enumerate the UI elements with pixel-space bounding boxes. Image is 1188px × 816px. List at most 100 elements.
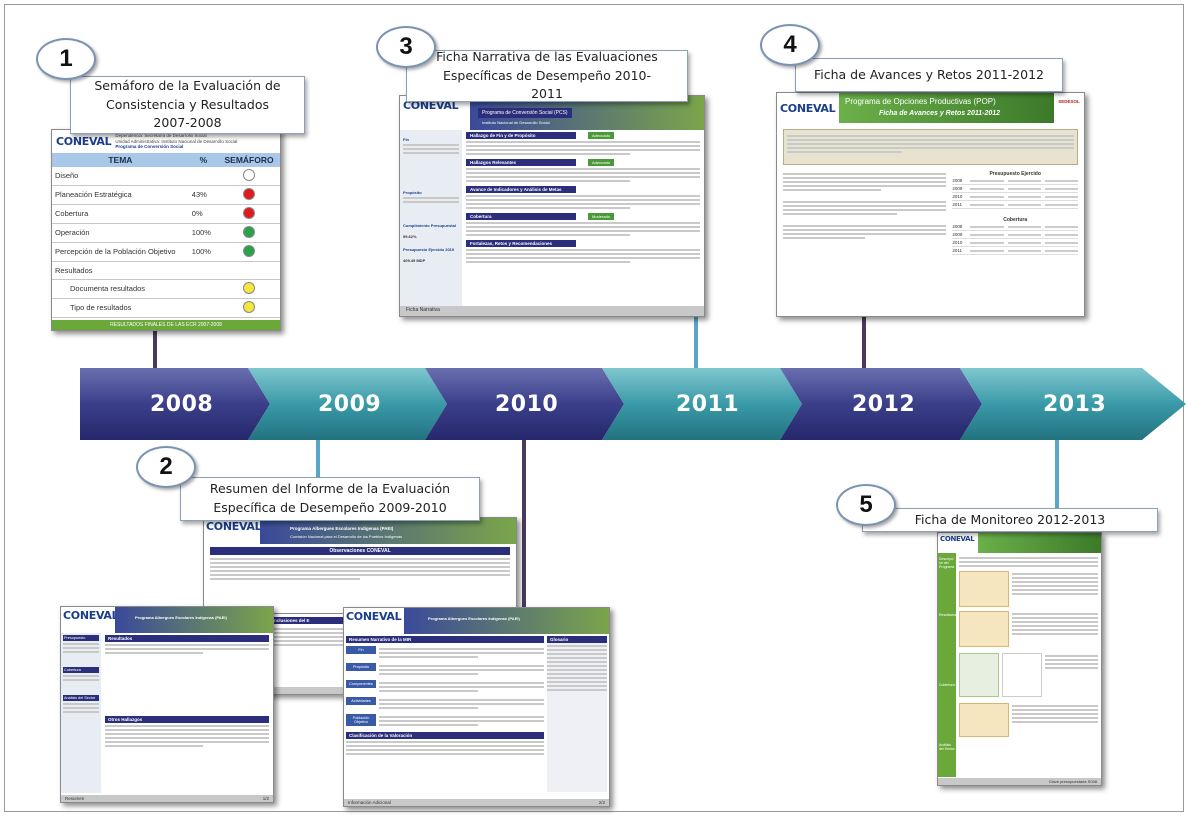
side-label: Análisis del Sector (939, 743, 955, 751)
page-number: 2/2 (598, 800, 605, 805)
valoracion-header: Clasificación de la Valoración (346, 732, 544, 739)
callout-2-number: 2 (136, 446, 196, 488)
table-title: Presupuesto Ejercido (989, 171, 1041, 177)
side-section: Presupuesto (63, 635, 99, 641)
summary-box (783, 129, 1078, 165)
institute-name: Instituto Nacional de Desarrollo Social (482, 120, 550, 125)
commission-name: Comisión Nacional para el Desarrollo de … (290, 534, 403, 539)
program-title: Programa Albergues Escolares Indígenas (… (135, 615, 227, 620)
table-row: 2008 (952, 223, 1078, 231)
callout-3-title: Ficha Narrativa de las Evaluaciones Espe… (436, 48, 658, 102)
pct-cell (188, 279, 219, 299)
year-label-2011: 2011 (676, 392, 740, 417)
year-label-2008: 2008 (150, 392, 214, 417)
section-header: Hallazgos Relevantes (466, 159, 576, 166)
glosario-header: Glosario (547, 636, 607, 643)
column-header: TEMA (52, 152, 189, 167)
program-title: Programa Albergues Escolares Indígenas (… (428, 616, 520, 621)
connector-2011 (694, 316, 698, 372)
callout-1-number: 1 (36, 38, 96, 80)
timeline-segment-2010 (425, 368, 624, 440)
table-row: 2008 (952, 177, 1078, 185)
year-label-2012: 2012 (852, 392, 916, 417)
mir-row-label: Actividades (346, 697, 376, 705)
semaforo-light-icon (243, 300, 256, 313)
table-row: Documenta resultados (52, 279, 280, 299)
header-line: Unidad Administrativa: Instituto Naciona… (115, 138, 238, 144)
callout-4-number: 4 (760, 24, 820, 66)
table-row: 2011 (952, 247, 1078, 255)
diagram-frame (4, 4, 1184, 812)
mir-row: Población Objetivo (346, 714, 544, 728)
connector-2012 (862, 315, 866, 372)
coneval-logo: CONEVAL (206, 520, 262, 533)
mir-row-label: Fin (346, 646, 376, 654)
resumen-page-front: CONEVAL Programa Albergues Escolares Ind… (60, 606, 274, 803)
program-subtitle: Ficha de Avances y Retos 2011-2012 (879, 110, 1001, 117)
mir-row: Propósito (346, 663, 544, 677)
sidebar-label: Fin (403, 137, 409, 142)
semaforo-cell (218, 185, 280, 205)
mir-row-label: Propósito (346, 663, 376, 671)
valoracion-badge: Adecuado (588, 159, 615, 166)
table-row: 2009 (952, 185, 1078, 193)
avances-retos-document: CONEVAL Programa de Opciones Productivas… (776, 92, 1085, 317)
year-cell: 2010 (952, 240, 963, 245)
tema-cell: Tipo de resultados (52, 298, 189, 318)
section-header: Fortalezas, Retos y Recomendaciones (466, 240, 576, 247)
otros-hallazgos-header: Otros Hallazgos (105, 716, 269, 723)
semaforo-light-icon (243, 168, 256, 181)
sidebar-value: 409.49 MDP (403, 258, 426, 263)
section-header: Cobertura (466, 213, 576, 220)
observaciones-header: Observaciones CONEVAL (210, 547, 510, 555)
valoracion-badge: Adecuado (588, 132, 615, 139)
tema-cell: Diseño (52, 166, 189, 186)
connector-2013 (1055, 436, 1059, 526)
program-title: Programa de Opciones Productivas (POP) (845, 97, 996, 106)
ficha-monitoreo-document: CONEVAL Descripción del Programa Resulta… (937, 532, 1102, 786)
table-row: Resultados (52, 261, 280, 280)
tema-cell: Documenta resultados (52, 279, 189, 299)
table-row: 2010 (952, 193, 1078, 201)
table-row: Tipo de resultados (52, 298, 280, 318)
valoracion-badge: Moderado (588, 213, 615, 220)
callout-2-title: Resumen del Informe de la Evaluación Esp… (209, 481, 451, 515)
ficha-section: Cobertura Moderado (466, 213, 700, 236)
tema-cell: Cobertura (52, 204, 189, 224)
page-footer: Resumen 1/2 (61, 795, 273, 802)
pct-cell (188, 298, 219, 318)
footer-label: Resumen (65, 796, 85, 801)
mir-row: Fin (346, 646, 544, 660)
year-label-2013: 2013 (1043, 392, 1107, 417)
ficha-section: Avance de Indicadores y Análisis de Meta… (466, 186, 700, 209)
semaforo-cell (218, 261, 280, 280)
ficha-narrativa-document: CONEVAL Programa de Conversión Social (P… (399, 95, 705, 317)
semaforo-light-icon (243, 244, 256, 257)
semaforo-cell (218, 242, 280, 262)
timeline-segment-2011 (602, 368, 802, 440)
year-cell: 2008 (952, 224, 963, 229)
tema-cell: Percepción de la Población Objetivo (52, 242, 189, 262)
connector-2010 (522, 436, 526, 611)
semaforo-cell (218, 204, 280, 224)
coneval-logo: CONEVAL (56, 134, 112, 148)
callout-4-label: Ficha de Avances y Retos 2011-2012 (795, 58, 1063, 92)
conclusiones-header: Conclusiones del E (265, 617, 355, 624)
page-footer: Información Adicional 2/2 (344, 799, 609, 806)
year-label-2010: 2010 (495, 392, 559, 417)
callout-3-label: Ficha Narrativa de las Evaluaciones Espe… (406, 48, 688, 102)
program-title: Programa Albergues Escolares Indígenas (… (290, 526, 394, 531)
callout-1-title: Semáforo de la Evaluación de Consistenci… (94, 77, 281, 131)
doc-header: CONEVAL Dependencia: Secretaría de Desar… (52, 130, 280, 153)
informacion-adicional-page: CONEVAL Programa Albergues Escolares Ind… (343, 607, 610, 807)
ficha-section: Hallazgos Relevantes Adecuado (466, 159, 700, 182)
year-cell: 2010 (952, 194, 963, 199)
connector-2009 (316, 436, 320, 516)
pct-cell: 43% (188, 185, 219, 205)
table-header-row: TEMA % SEMÁFORO (52, 152, 280, 167)
tema-cell: Resultados (52, 261, 189, 280)
semaforo-document: CONEVAL Dependencia: Secretaría de Desar… (51, 129, 281, 331)
